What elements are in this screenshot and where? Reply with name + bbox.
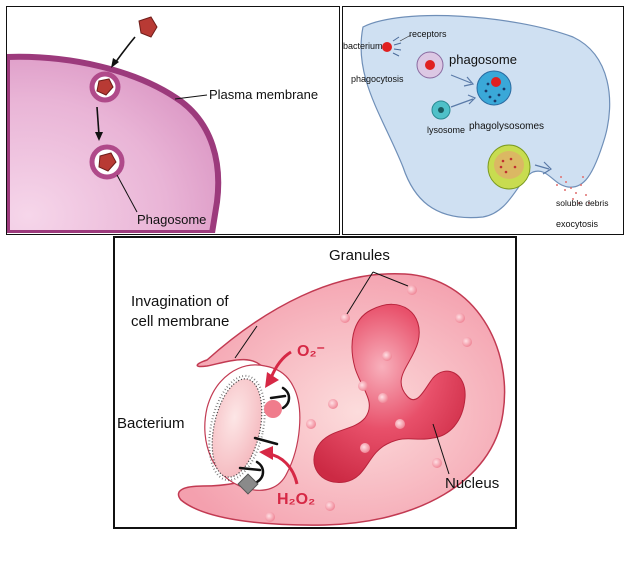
pathway-arrows <box>450 74 552 175</box>
granule <box>455 313 465 323</box>
granules-label: Granules <box>329 247 390 264</box>
granule <box>462 337 472 347</box>
peroxide-arrow <box>259 446 299 485</box>
invagination-label-line1: Invagination of <box>131 293 229 310</box>
phagolysosome-vesicle <box>476 70 512 106</box>
bacterium <box>211 378 263 478</box>
lysosome-label: lysosome <box>427 125 465 135</box>
granule <box>432 458 442 468</box>
superoxide-label: O₂⁻ <box>297 343 325 360</box>
receptor-marks <box>392 36 402 57</box>
granule <box>325 501 335 511</box>
internalize-arrow <box>96 106 100 136</box>
granule <box>306 419 316 429</box>
phagocytosis-pathway-panel: bacterium receptors phagocytosis phagoso… <box>342 6 624 235</box>
nucleus-label: Nucleus <box>445 475 499 492</box>
incoming-bacterium <box>138 16 158 38</box>
phagosome-label: Phagosome <box>137 212 206 227</box>
soluble-debris-dots <box>556 176 590 204</box>
membrane-receptors <box>238 386 291 484</box>
exocytosis-label: exocytosis <box>556 219 599 229</box>
granule <box>360 443 370 453</box>
hydrogen-peroxide-label: H₂O₂ <box>277 491 315 508</box>
label-leaders <box>234 271 450 475</box>
phagolysosomes-label: phagolysosomes <box>469 121 544 132</box>
granule <box>328 399 338 409</box>
receptors-label: receptors <box>409 29 447 39</box>
granule <box>265 512 275 522</box>
plasma-membrane-label: Plasma membrane <box>209 87 318 102</box>
granule <box>407 285 417 295</box>
phagosome-label: phagosome <box>449 52 517 67</box>
phagosome-vesicle <box>89 144 125 180</box>
granule <box>395 419 405 429</box>
phagocytosis-pathway-diagram: bacterium receptors phagocytosis phagoso… <box>343 14 611 229</box>
neutrophil-phagocytosis-panel: Granules Invagination of cell membrane B… <box>113 236 517 529</box>
bacterium-dot <box>382 42 392 52</box>
neutrophil-diagram: Granules Invagination of cell membrane B… <box>117 247 506 526</box>
bacterium-label: Bacterium <box>117 415 185 432</box>
receptor-ligand-square <box>237 473 259 495</box>
granule <box>378 393 388 403</box>
granule <box>382 351 392 361</box>
nucleus <box>313 303 466 483</box>
entry-arrow <box>114 36 136 64</box>
phagocytosis-label: phagocytosis <box>351 74 404 84</box>
plasma-membrane-panel: Plasma membrane Phagosome <box>6 6 340 235</box>
plasma-membrane-diagram: Plasma membrane Phagosome <box>7 16 318 233</box>
cell-body <box>360 14 611 219</box>
granules <box>265 285 472 522</box>
forming-phagosome <box>89 71 121 103</box>
cell-cytoplasm <box>7 53 222 233</box>
granule <box>340 313 350 323</box>
bacterium-label: bacterium <box>343 41 383 51</box>
superoxide-arrow <box>265 350 292 388</box>
granule <box>358 381 368 391</box>
soluble-debris-label: soluble debris <box>556 198 608 208</box>
invagination-label-line2: cell membrane <box>131 313 229 330</box>
receptor-ligand-ball <box>264 400 282 418</box>
